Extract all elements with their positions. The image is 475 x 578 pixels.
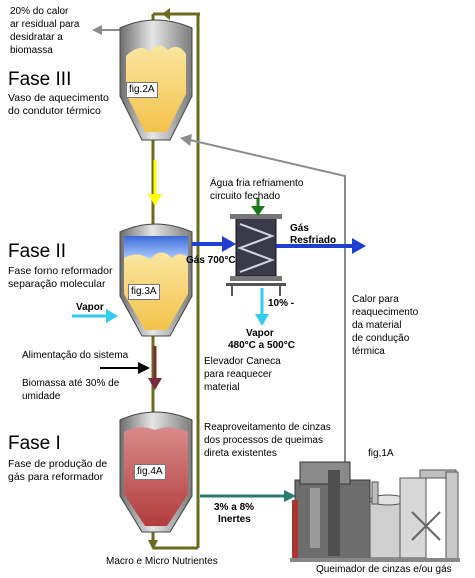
heat-return-line: [180, 134, 346, 470]
elevator-note-1: Elevador Caneca: [204, 356, 281, 367]
ash-reuse-note-2: dos processos de queimas: [204, 435, 323, 446]
inerts-label-2: Inertes: [218, 514, 251, 525]
reheat-note-2: reaquecimento: [352, 307, 419, 318]
cold-water-note-2: circuito fechado: [210, 191, 281, 202]
residual-heat-note-4: biomassa: [10, 45, 53, 56]
cold-water-note-1: Água fria refriamento: [210, 178, 304, 189]
fase3-title: Fase III: [8, 69, 72, 90]
biomass-label-2: umidade: [22, 391, 61, 402]
reheat-note-1: Calor para: [352, 294, 399, 305]
reheat-note-5: térmica: [352, 346, 385, 357]
inerts-label-1: 3% a 8%: [214, 502, 255, 513]
cooled-gas-label-1: Gás: [290, 223, 309, 234]
steam-out-arrow: [255, 288, 269, 326]
gas-700-arrow: [192, 236, 236, 252]
reheat-note-4: de condução: [352, 333, 410, 344]
vessel-fase2: [119, 223, 193, 337]
fase1-title: Fase I: [8, 433, 61, 454]
steam-out-label-2: 480°C a 500°C: [228, 340, 295, 351]
ash-arrow: [200, 490, 296, 502]
residual-heat-note-3: desidratar a: [10, 32, 63, 43]
fase2-subtitle-2: separação molecular: [8, 278, 106, 290]
fase2-subtitle-1: Fase forno reformador: [8, 265, 113, 277]
fase3-subtitle-1: Vaso de aquecimento: [8, 92, 109, 104]
elevator-note-3: material: [204, 382, 240, 393]
fig-1a-label: fig,1A: [368, 448, 394, 459]
ash-reuse-note-3: direta existentes: [204, 448, 277, 459]
feed-arrow: [100, 362, 150, 374]
burner-label: Queimador de cinzas e/ou gás: [316, 564, 452, 575]
reheat-note-3: da material: [352, 320, 402, 331]
fase2-title: Fase II: [8, 241, 67, 262]
yellow-arrow: [148, 160, 162, 206]
elevator-note-2: para reaquecer: [204, 369, 272, 380]
fase1-subtitle-2: gás para reformador: [8, 471, 104, 483]
fig-4a-label: fig.4A: [134, 464, 166, 480]
fase1-subtitle-1: Fase de produção de: [8, 458, 108, 470]
burner-plant: [290, 461, 460, 562]
residual-heat-note-2: ar residual para: [10, 19, 80, 30]
gas-700-label: Gás 700°C: [186, 255, 236, 266]
ten-percent-label: 10% -: [268, 298, 295, 309]
steam-in-arrow: [72, 309, 118, 323]
heat-exchanger: [226, 214, 286, 296]
vessel-fase3: [119, 19, 193, 141]
ash-reuse-note-1: Reaproveitamento de cinzas: [204, 422, 331, 433]
residual-heat-note-1: 20% do calor: [10, 6, 69, 17]
biomass-label-1: Biomassa até 30% de: [22, 378, 120, 389]
fig-3a-label: fig.3A: [128, 284, 160, 300]
steam-out-label-1: Vapor: [246, 328, 274, 339]
fig-2a-label: fig.2A: [126, 82, 158, 98]
dark-red-arrow-vertical: [148, 346, 162, 390]
cooled-gas-label-2: Resfriado: [290, 235, 337, 246]
feed-label: Alimentação do sistema: [22, 350, 129, 361]
steam-in-label: Vapor: [76, 302, 104, 313]
fase3-subtitle-2: do condutor térmico: [8, 105, 101, 117]
cooled-gas-arrow: [276, 238, 366, 254]
cold-water-arrow: [251, 198, 265, 216]
nutrients-label: Macro e Micro Nutrientes: [106, 556, 218, 567]
